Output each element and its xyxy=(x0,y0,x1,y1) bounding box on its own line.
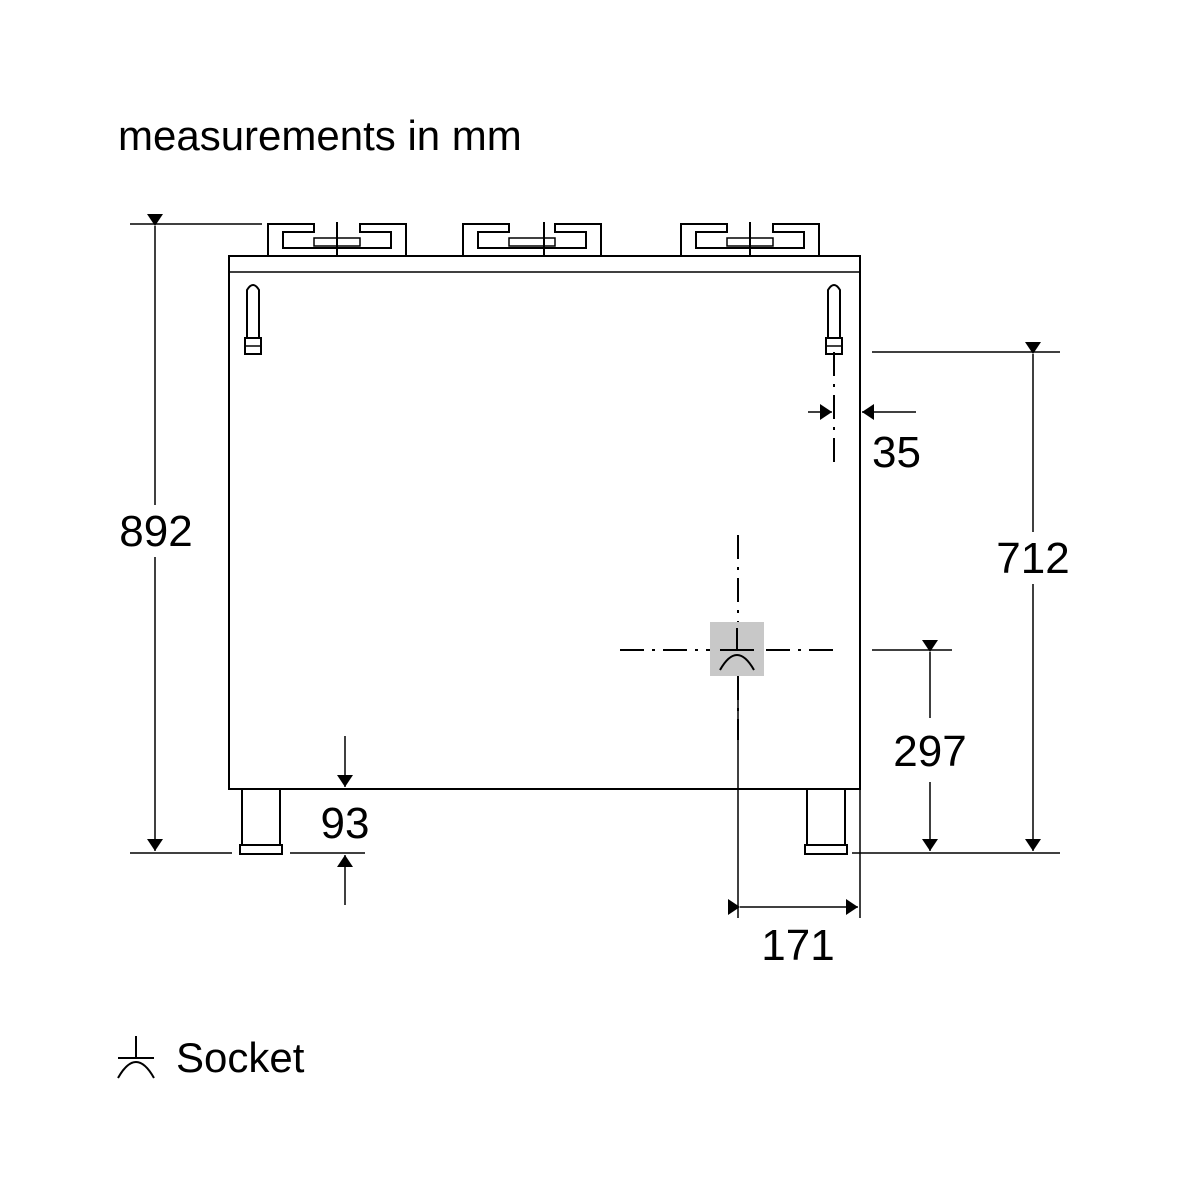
socket-position xyxy=(710,622,764,676)
centre-lines xyxy=(620,352,835,740)
foot-left xyxy=(239,788,283,855)
title: measurements in mm xyxy=(118,112,522,159)
dimension-socket-from-side: 171 xyxy=(728,899,858,970)
fixing-bracket-right xyxy=(825,284,843,355)
dimension-label-712: 712 xyxy=(996,534,1069,583)
legend-socket-icon xyxy=(117,1036,155,1079)
socket-icon xyxy=(719,628,755,671)
pan-support-center xyxy=(462,222,602,256)
legend-label: Socket xyxy=(176,1034,305,1081)
foot-right xyxy=(804,788,848,855)
dimension-socket-height: 712 xyxy=(988,342,1078,851)
dimension-label-297: 297 xyxy=(893,727,966,776)
cooker-body xyxy=(228,255,861,790)
legend: Socket xyxy=(117,1034,305,1081)
fixing-bracket-left xyxy=(244,284,262,355)
extension-lines xyxy=(130,223,1060,918)
pan-support-right xyxy=(680,222,820,256)
dimension-socket-centre: 297 xyxy=(893,640,967,851)
dimension-label-892: 892 xyxy=(119,507,192,556)
dimension-total-height: 892 xyxy=(110,214,200,851)
dimension-side-offset: 35 xyxy=(808,404,921,477)
dimension-foot-height: 93 xyxy=(321,736,370,905)
pan-support-left xyxy=(267,222,407,256)
dimension-label-35: 35 xyxy=(872,428,921,477)
dimension-label-93: 93 xyxy=(321,799,370,848)
dimension-label-171: 171 xyxy=(761,921,834,970)
